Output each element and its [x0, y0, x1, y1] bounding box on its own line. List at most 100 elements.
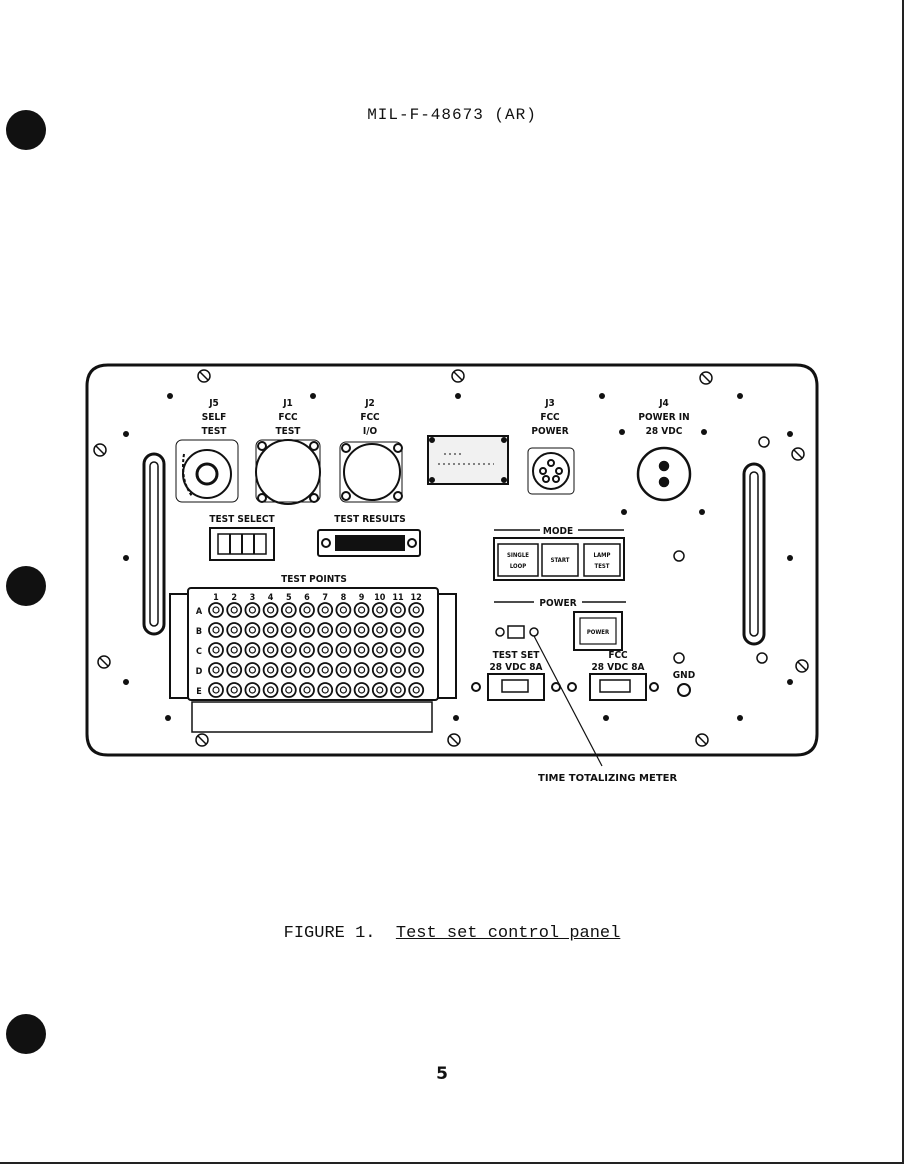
test-point-jack-socket: [285, 666, 293, 674]
test-point-jack[interactable]: [280, 622, 297, 638]
test-point-jack[interactable]: [226, 682, 243, 698]
test-point-jack[interactable]: [408, 602, 425, 618]
test-point-jack[interactable]: [226, 662, 243, 678]
gnd-terminal: [677, 683, 691, 697]
test-point-jack[interactable]: [335, 642, 352, 658]
test-point-jack-socket: [394, 606, 402, 614]
test-point-jack[interactable]: [408, 662, 425, 678]
test-select-label: TEST SELECT: [209, 514, 275, 525]
test-point-jack-socket: [358, 606, 366, 614]
test-point-jack[interactable]: [299, 602, 315, 618]
test-point-jack[interactable]: [226, 622, 243, 638]
mode-button-start[interactable]: START: [541, 543, 579, 577]
test-point-jack[interactable]: [408, 682, 425, 698]
test-point-jack[interactable]: [226, 602, 243, 618]
document-header: MIL-F-48673 (AR): [367, 106, 537, 124]
test-point-jack[interactable]: [317, 622, 334, 638]
test-point-jack[interactable]: [371, 642, 388, 658]
test-point-jack[interactable]: [262, 642, 279, 658]
j2-line2: I/O: [363, 426, 378, 437]
test-point-jack-socket: [339, 606, 347, 614]
test-point-jack-socket: [376, 666, 384, 674]
test-point-jack-socket: [394, 646, 402, 654]
test-point-jack[interactable]: [390, 602, 406, 618]
test-point-jack[interactable]: [390, 622, 406, 638]
test-point-jack[interactable]: [208, 622, 224, 638]
binder-hole: [6, 110, 46, 150]
test-point-jack-socket: [321, 666, 329, 674]
test-set-breaker[interactable]: [471, 673, 577, 701]
test-point-jack[interactable]: [371, 622, 388, 638]
test-point-jack[interactable]: [335, 682, 352, 698]
test-point-jack[interactable]: [244, 682, 261, 698]
svg-text:LAMP: LAMP: [594, 552, 611, 559]
figure-title: Test set control panel: [395, 924, 621, 943]
test-point-jack-socket: [212, 686, 220, 694]
test-point-row-label: B: [196, 627, 202, 637]
test-point-jack[interactable]: [335, 622, 352, 638]
test-point-row-label: A: [196, 607, 203, 617]
test-point-jack[interactable]: [335, 662, 352, 678]
j4-id: J4: [658, 398, 669, 409]
test-point-jack[interactable]: [226, 642, 243, 658]
fcc-breaker[interactable]: [589, 673, 659, 701]
test-point-jack[interactable]: [317, 602, 334, 618]
test-point-jack[interactable]: [353, 622, 370, 638]
test-point-column-label: 11: [392, 593, 404, 603]
mode-button-single-loop[interactable]: SINGLE LOOP: [497, 543, 539, 577]
test-point-jack[interactable]: [262, 682, 279, 698]
test-point-column-label: 2: [231, 593, 237, 603]
test-point-jack[interactable]: [280, 642, 297, 658]
test-point-jack[interactable]: [390, 662, 406, 678]
test-point-jack[interactable]: [390, 682, 406, 698]
test-points-block: [169, 587, 457, 733]
test-point-jack[interactable]: [299, 662, 315, 678]
test-point-jack[interactable]: [353, 602, 370, 618]
test-point-jack-socket: [230, 686, 238, 694]
meter-callout-line: [533, 635, 603, 767]
test-point-jack[interactable]: [208, 642, 224, 658]
test-point-jack[interactable]: [408, 622, 425, 638]
test-point-jack-socket: [230, 626, 238, 634]
test-point-jack[interactable]: [371, 682, 388, 698]
page-number: 5: [436, 1064, 448, 1084]
test-point-jack[interactable]: [280, 602, 297, 618]
test-point-jack[interactable]: [208, 602, 224, 618]
test-point-jack[interactable]: [353, 662, 370, 678]
right-handle: [742, 462, 766, 646]
test-point-jack[interactable]: [244, 662, 261, 678]
test-point-jack[interactable]: [244, 642, 261, 658]
test-point-jack[interactable]: [280, 662, 297, 678]
test-point-jack[interactable]: [208, 662, 224, 678]
test-point-jack[interactable]: [317, 662, 334, 678]
binder-hole: [6, 566, 46, 606]
test-point-jack[interactable]: [299, 642, 315, 658]
mode-panel: [493, 537, 625, 581]
control-panel-figure: J5 SELF TEST J1 FCC TEST J2 FCC I/O J3 F…: [85, 363, 819, 767]
test-point-jack[interactable]: [262, 662, 279, 678]
test-point-jack[interactable]: [262, 602, 279, 618]
figure-label: FIGURE 1.: [283, 924, 376, 943]
test-point-jack-socket: [303, 626, 311, 634]
test-point-jack[interactable]: [353, 642, 370, 658]
test-point-jack[interactable]: [335, 602, 352, 618]
test-point-jack[interactable]: [262, 622, 279, 638]
test-point-jack[interactable]: [371, 662, 388, 678]
test-point-jack[interactable]: [390, 642, 406, 658]
test-point-jack[interactable]: [353, 682, 370, 698]
mode-button-lamp-test[interactable]: LAMP TEST: [583, 543, 621, 577]
test-point-jack[interactable]: [208, 682, 224, 698]
test-point-jack[interactable]: [244, 622, 261, 638]
test-point-jack-socket: [212, 626, 220, 634]
test-point-column-label: 5: [286, 593, 292, 603]
test-point-jack[interactable]: [299, 622, 315, 638]
test-point-jack[interactable]: [371, 602, 388, 618]
test-point-jack[interactable]: [408, 642, 425, 658]
power-button[interactable]: POWER: [573, 611, 623, 651]
test-point-jack[interactable]: [299, 682, 315, 698]
test-point-jack[interactable]: [317, 642, 334, 658]
test-point-jack[interactable]: [244, 602, 261, 618]
test-point-jack[interactable]: [317, 682, 334, 698]
test-point-jack[interactable]: [280, 682, 297, 698]
svg-text:START: START: [551, 557, 570, 564]
